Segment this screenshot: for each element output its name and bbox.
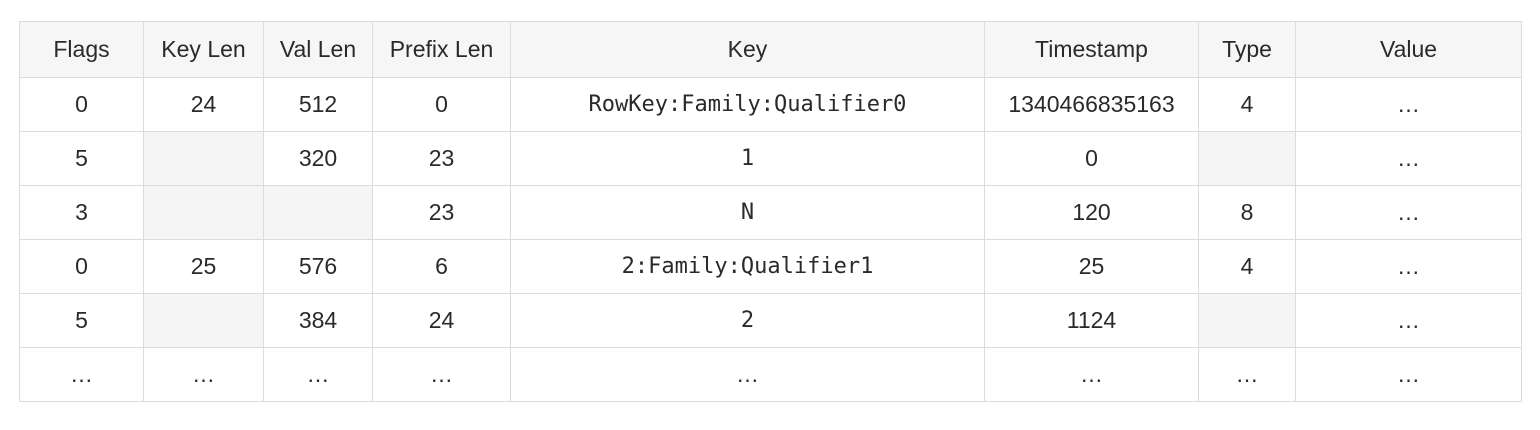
table-cell: 25	[143, 239, 264, 294]
column-header-key: Key	[510, 21, 985, 78]
table-cell: …	[263, 347, 373, 402]
table-cell: 4	[1198, 77, 1296, 132]
table-cell: 25	[984, 239, 1199, 294]
table-cell: 23	[372, 131, 511, 186]
table-cell: 0	[372, 77, 511, 132]
table-cell: …	[19, 347, 144, 402]
table-cell: N	[510, 185, 985, 240]
table-cell: …	[510, 347, 985, 402]
column-header-value: Value	[1295, 21, 1522, 78]
column-header-prefix-len: Prefix Len	[372, 21, 511, 78]
table-cell	[1198, 293, 1296, 348]
table-cell: 1	[510, 131, 985, 186]
table-cell: 0	[984, 131, 1199, 186]
table-cell: RowKey:Family:Qualifier0	[510, 77, 985, 132]
table-cell	[143, 131, 264, 186]
table-cell: 1124	[984, 293, 1199, 348]
table-cell: 512	[263, 77, 373, 132]
table-cell	[143, 185, 264, 240]
table-cell: …	[1295, 185, 1522, 240]
table-cell: 23	[372, 185, 511, 240]
table-cell: 120	[984, 185, 1199, 240]
table-cell: …	[1198, 347, 1296, 402]
table-cell: …	[143, 347, 264, 402]
table-cell: 2:Family:Qualifier1	[510, 239, 985, 294]
table-cell: 5	[19, 131, 144, 186]
table-cell	[1198, 131, 1296, 186]
table-cell: 4	[1198, 239, 1296, 294]
table-cell: …	[984, 347, 1199, 402]
table-cell: 320	[263, 131, 373, 186]
table-cell: …	[1295, 77, 1522, 132]
table-cell: 24	[372, 293, 511, 348]
table-cell: …	[1295, 347, 1522, 402]
table-cell: 384	[263, 293, 373, 348]
table-cell: 576	[263, 239, 373, 294]
column-header-key-len: Key Len	[143, 21, 264, 78]
table-cell	[143, 293, 264, 348]
table-cell: …	[1295, 239, 1522, 294]
column-header-flags: Flags	[19, 21, 144, 78]
table-cell: 0	[19, 239, 144, 294]
column-header-type: Type	[1198, 21, 1296, 78]
table-row: ……………………	[19, 347, 1522, 402]
table-cell: 24	[143, 77, 264, 132]
table-cell: …	[1295, 131, 1522, 186]
table-cell	[263, 185, 373, 240]
table-cell: 1340466835163	[984, 77, 1199, 132]
table-cell: 0	[19, 77, 144, 132]
table-cell: 5	[19, 293, 144, 348]
column-header-timestamp: Timestamp	[984, 21, 1199, 78]
table-cell: 3	[19, 185, 144, 240]
column-header-val-len: Val Len	[263, 21, 373, 78]
table-cell: …	[372, 347, 511, 402]
table-cell: …	[1295, 293, 1522, 348]
table-cell: 2	[510, 293, 985, 348]
table-cell: 8	[1198, 185, 1296, 240]
table-cell: 6	[372, 239, 511, 294]
